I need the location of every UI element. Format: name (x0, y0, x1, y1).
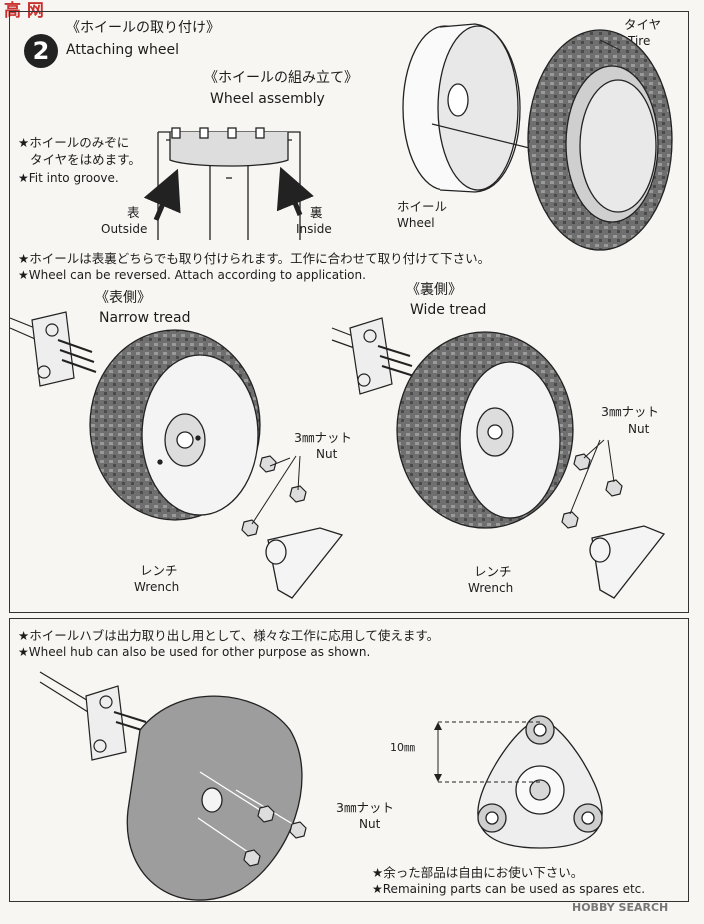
attach-wheel-panel (9, 11, 689, 613)
wide-title-en: Wide tread (410, 302, 487, 318)
assembly-note-jp-2: タイヤをはめます。 (30, 152, 141, 167)
wheel-rim (402, 23, 521, 193)
dimension-line (434, 721, 540, 783)
assembly-title-jp: 《ホイールの組み立て》 (204, 70, 358, 86)
reverse-note-jp: ★ホイールは表裏どちらでも取り付けられます。工作に合わせて取り付けて下さい。 (18, 251, 491, 266)
wheel-label-jp: ホイール (397, 199, 448, 214)
arrow-inside (276, 166, 314, 216)
wide-wrench (589, 525, 666, 599)
spares-note-en: ★Remaining parts can be used as spares e… (372, 882, 646, 896)
wide-title-jp: 《裏側》 (406, 282, 462, 298)
wide-wrench-jp: レンチ (474, 564, 512, 579)
reverse-note-en: ★Wheel can be reversed. Attach according… (18, 268, 366, 282)
assembly-title-en: Wheel assembly (210, 91, 325, 107)
hub-nut-en: Nut (359, 817, 381, 831)
assembly-note-jp-1: ★ホイールのみぞに (18, 135, 130, 150)
narrow-wheel (89, 329, 261, 521)
inside-label-en: Inside (296, 222, 332, 236)
outside-label-en: Outside (101, 222, 148, 236)
narrow-nuts (241, 455, 307, 537)
narrow-nut-jp: 3㎜ナット (294, 430, 352, 445)
tire-label-jp: タイヤ (624, 17, 662, 32)
step-title-en: Attaching wheel (66, 42, 179, 58)
hub-dimension: 10㎜ (390, 741, 415, 754)
hub-bracket (39, 671, 149, 761)
hub-note-jp: ★ホイールハブは出力取り出し用として、様々な工作に応用して使えます。 (18, 628, 440, 643)
wide-nut-en: Nut (628, 422, 650, 436)
step-title-jp: 《ホイールの取り付け》 (66, 20, 220, 36)
arrow-outside (143, 168, 181, 221)
narrow-title-en: Narrow tread (99, 310, 191, 326)
narrow-title-jp: 《表側》 (95, 290, 151, 306)
spares-note-jp: ★余った部品は自由にお使い下さい。 (372, 865, 584, 880)
hub-nuts (243, 805, 307, 867)
wide-nut-jp: 3㎜ナット (601, 404, 659, 419)
step-badge: 2 (24, 34, 58, 68)
hub-nut-jp: 3㎜ナット (336, 800, 394, 815)
assembly-note-en: ★Fit into groove. (18, 171, 119, 185)
narrow-wrench (265, 527, 344, 599)
wide-wrench-en: Wrench (468, 581, 514, 595)
wide-hub-bracket (331, 317, 415, 395)
narrow-wrench-en: Wrench (134, 580, 180, 594)
hub-front-view (477, 715, 603, 849)
narrow-nut-en: Nut (316, 447, 338, 461)
wheel-hub-panel (9, 618, 689, 902)
narrow-wrench-jp: レンチ (140, 563, 178, 578)
wide-nuts (561, 453, 623, 529)
wheel-label-en: Wheel (397, 216, 435, 230)
narrow-hub-bracket (9, 311, 97, 387)
watermark-hobbysearch: HOBBY SEARCH (572, 901, 669, 914)
tire (527, 29, 673, 251)
outside-label-jp: 表 (127, 205, 140, 220)
wheel-cross-section (157, 127, 301, 240)
hub-note-en: ★Wheel hub can also be used for other pu… (18, 645, 371, 659)
wide-wheel (396, 331, 574, 529)
hub-disk (126, 695, 303, 901)
